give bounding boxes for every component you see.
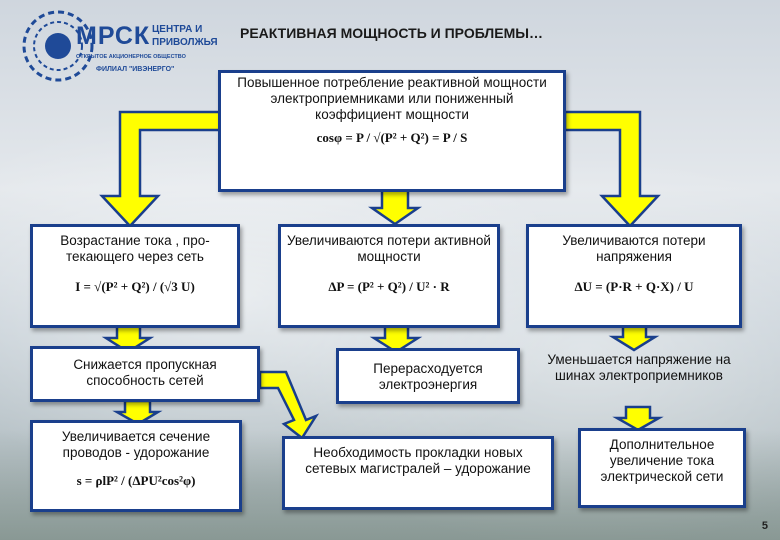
- logo-line2: ПРИВОЛЖЬЯ: [152, 37, 218, 48]
- company-logo: МРСК ЦЕНТРА И ПРИВОЛЖЬЯ ОТКРЫТОЕ АКЦИОНЕ…: [18, 6, 233, 86]
- current-formula: I = √(P² + Q²) / (√3 U): [75, 279, 195, 295]
- overconsumption-text: Перерасходуется электроэнергия: [373, 361, 483, 393]
- logo-emblem-icon: [22, 10, 94, 82]
- arrow-top-to-right: [563, 110, 661, 228]
- cross-section-formula: s = ρlP² / (ΔPU²cos²φ): [76, 473, 196, 489]
- extra-current-box: Дополнительное увеличение тока электриче…: [578, 428, 746, 508]
- arrow-right-2-3: [612, 405, 664, 432]
- active-loss-text: Увеличиваются потери активной мощности: [287, 233, 491, 265]
- logo-brand: МРСК: [76, 22, 151, 50]
- top-cause-text: Повышенное потребление реактивной мощнос…: [237, 75, 547, 123]
- active-loss-formula: ΔP = (P² + Q²) / U² · R: [328, 279, 450, 295]
- capacity-decrease-box: Снижается пропускная способность сетей: [30, 346, 260, 402]
- logo-tagline: ОТКРЫТОЕ АКЦИОНЕРНОЕ ОБЩЕСТВО: [76, 54, 186, 60]
- top-cause-box: Повышенное потребление реактивной мощнос…: [218, 70, 566, 192]
- cross-section-text: Увеличивается сечение проводов - удорожа…: [61, 429, 211, 461]
- arrow-right-1-2: [608, 323, 660, 352]
- page-title: РЕАКТИВНАЯ МОЩНОСТЬ И ПРОБЛЕМЫ…: [240, 25, 543, 41]
- arrow-top-to-left: [99, 110, 224, 228]
- arrow-top-to-center: [368, 188, 422, 226]
- overconsumption-box: Перерасходуется электроэнергия: [336, 348, 520, 404]
- arrow-left-to-center: [258, 370, 320, 440]
- capacity-decrease-text: Снижается пропускная способность сетей: [73, 357, 217, 389]
- voltage-decrease-text: Уменьшается напряжение на шинах электроп…: [547, 352, 731, 384]
- active-loss-box: Увеличиваются потери активной мощности Δ…: [278, 224, 500, 328]
- voltage-loss-text: Увеличиваются потери напряжения: [562, 233, 706, 265]
- power-factor-formula: cosφ = P / √(P² + Q²) = P / S: [316, 129, 468, 145]
- cross-section-box: Увеличивается сечение проводов - удорожа…: [30, 420, 242, 512]
- logo-line1: ЦЕНТРА И: [152, 24, 203, 35]
- new-lines-text: Необходимость прокладки новых сетевых ма…: [305, 445, 531, 477]
- logo-branch: ФИЛИАЛ "ИВЭНЕРГО": [96, 66, 175, 73]
- voltage-loss-formula: ΔU = (P·R + Q·X) / U: [574, 279, 694, 295]
- extra-current-text: Дополнительное увеличение тока электриче…: [600, 437, 724, 485]
- current-increase-box: Возрастание тока , про- текающего через …: [30, 224, 240, 328]
- voltage-loss-box: Увеличиваются потери напряжения ΔU = (P·…: [526, 224, 742, 328]
- new-lines-box: Необходимость прокладки новых сетевых ма…: [282, 436, 554, 510]
- current-increase-text: Возрастание тока , про- текающего через …: [60, 233, 210, 265]
- arrow-left-2-3: [112, 399, 163, 426]
- page-number: 5: [761, 520, 768, 532]
